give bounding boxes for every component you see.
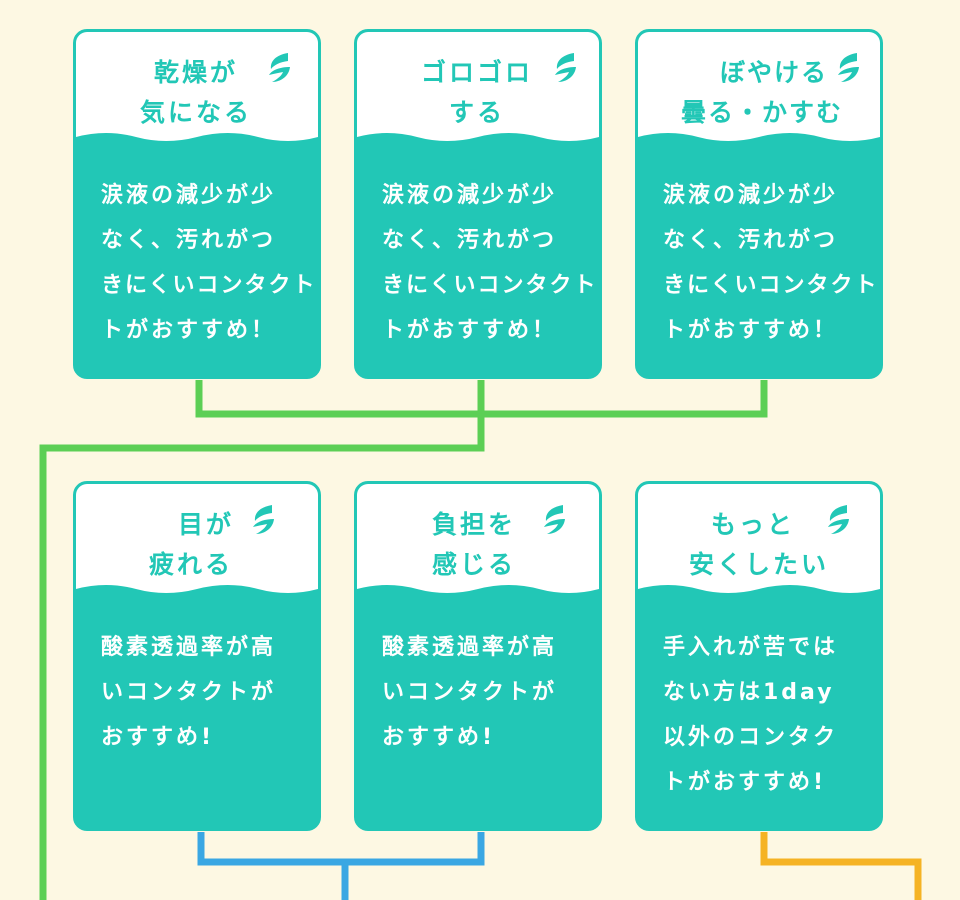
green-connector-trunk xyxy=(39,380,485,900)
card-title: 負担を 感じる xyxy=(357,505,583,585)
card-description: 酸素透過率が高 いコンタクトが おすすめ! xyxy=(382,625,592,760)
wave-divider xyxy=(76,585,318,597)
card-description: 涙液の減少が少 なく、汚れがつ きにくいコンタクト トがおすすめ！ xyxy=(663,173,879,353)
card-title: ぼやける 曇る・かすむ xyxy=(638,53,874,133)
card-description-line: きにくいコンタクト xyxy=(663,273,879,298)
card-title-line-2: する xyxy=(448,98,505,127)
card-description-line: いコンタクトが xyxy=(382,680,558,705)
card-header: 負担を 感じる xyxy=(357,484,599,597)
card-description-line: トがおすすめ！ xyxy=(663,318,839,343)
card-title: ゴロゴロ する xyxy=(357,53,583,133)
water-drop-icon xyxy=(828,505,849,534)
card-description: 涙液の減少が少 なく、汚れがつ きにくいコンタクト トがおすすめ！ xyxy=(382,173,598,353)
card-dryness: 乾燥が 気になる 涙液の減少が少 なく、汚れがつ きにくいコンタクト トがおすす… xyxy=(73,29,321,379)
card-title-line-2: 疲れる xyxy=(148,550,233,579)
card-description: 涙液の減少が少 なく、汚れがつ きにくいコンタクト トがおすすめ！ xyxy=(101,173,317,353)
water-drop-icon xyxy=(253,505,274,534)
card-description-line: きにくいコンタクト xyxy=(382,273,598,298)
wave-divider xyxy=(357,585,599,597)
blue-connector-line xyxy=(197,832,485,866)
water-drop-icon xyxy=(269,53,290,82)
card-description-line: トがおすすめ! xyxy=(663,770,827,795)
wave-divider xyxy=(76,133,318,145)
card-description-line: なく、汚れがつ xyxy=(101,228,277,253)
card-description-line: おすすめ! xyxy=(382,725,496,750)
wave-divider xyxy=(638,133,880,145)
wave-divider xyxy=(357,133,599,145)
orange-connector-line xyxy=(760,832,922,900)
card-header: ゴロゴロ する xyxy=(357,32,599,145)
water-drop-icon xyxy=(838,53,859,82)
card-title-line-2: 感じる xyxy=(431,550,516,579)
card-header: もっと 安くしたい xyxy=(638,484,880,597)
card-title-line-1: 目が xyxy=(177,510,234,539)
card-title: もっと 安くしたい xyxy=(638,505,870,585)
card-description-line: ない方は1day xyxy=(663,680,835,705)
card-description-line: 酸素透過率が高 xyxy=(382,635,558,660)
card-description: 酸素透過率が高 いコンタクトが おすすめ! xyxy=(101,625,311,760)
card-title-line-1: もっと xyxy=(710,510,795,539)
card-description-line: なく、汚れがつ xyxy=(382,228,558,253)
card-description-line: なく、汚れがつ xyxy=(663,228,839,253)
card-description-line: トがおすすめ！ xyxy=(382,318,558,343)
wave-divider xyxy=(638,585,880,597)
card-cheaper: もっと 安くしたい 手入れが苦では ない方は1day 以外のコンタク トがおすす… xyxy=(635,481,883,831)
card-description-line: 涙液の減少が少 xyxy=(101,183,277,208)
card-title-line-1: 乾燥が xyxy=(153,58,238,87)
card-title: 乾燥が 気になる xyxy=(76,53,302,133)
card-description-line: 手入れが苦では xyxy=(663,635,839,660)
card-blurry: ぼやける 曇る・かすむ 涙液の減少が少 なく、汚れがつ きにくいコンタクト トが… xyxy=(635,29,883,379)
card-description-line: いコンタクトが xyxy=(101,680,277,705)
card-title-line-2: 曇る・かすむ xyxy=(680,98,843,127)
water-drop-icon xyxy=(555,53,576,82)
card-title-line-1: ぼやける xyxy=(719,58,828,87)
card-description-line: 涙液の減少が少 xyxy=(663,183,839,208)
card-eye-strain: 目が 疲れる 酸素透過率が高 いコンタクトが おすすめ! xyxy=(73,481,321,831)
card-description-line: 涙液の減少が少 xyxy=(382,183,558,208)
card-description: 手入れが苦では ない方は1day 以外のコンタク トがおすすめ! xyxy=(663,625,873,805)
card-header: 乾燥が 気になる xyxy=(76,32,318,145)
card-title: 目が 疲れる xyxy=(76,505,302,585)
card-header: 目が 疲れる xyxy=(76,484,318,597)
card-description-line: 酸素透過率が高 xyxy=(101,635,277,660)
card-description-line: 以外のコンタク xyxy=(663,725,839,750)
card-title-line-2: 気になる xyxy=(139,98,252,127)
card-description-line: おすすめ! xyxy=(101,725,215,750)
card-title-line-1: ゴロゴロ xyxy=(420,58,533,87)
card-burden: 負担を 感じる 酸素透過率が高 いコンタクトが おすすめ! xyxy=(354,481,602,831)
card-title-line-2: 安くしたい xyxy=(688,550,829,579)
card-description-line: きにくいコンタクト xyxy=(101,273,317,298)
card-title-line-1: 負担を xyxy=(431,510,516,539)
card-irritation: ゴロゴロ する 涙液の減少が少 なく、汚れがつ きにくいコンタクト トがおすすめ… xyxy=(354,29,602,379)
water-drop-icon xyxy=(544,505,565,534)
card-description-line: トがおすすめ！ xyxy=(101,318,277,343)
card-header: ぼやける 曇る・かすむ xyxy=(638,32,880,145)
